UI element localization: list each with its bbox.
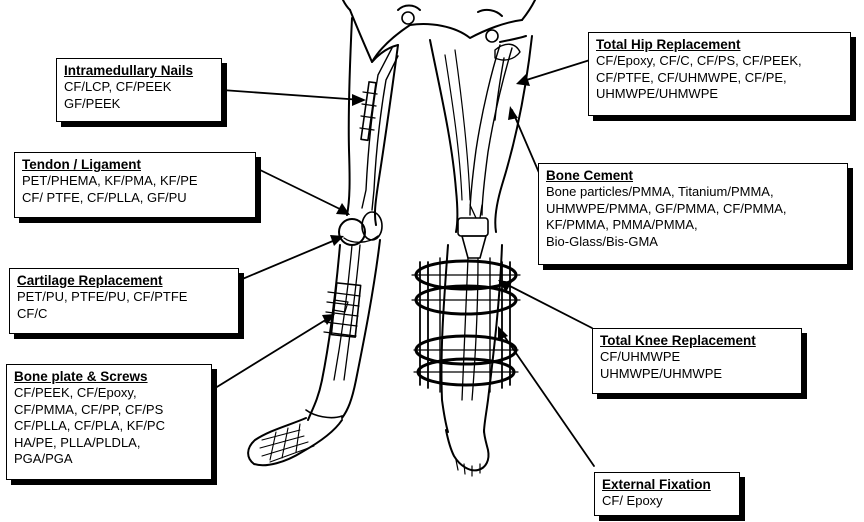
bone-plate-screws-line-3: CF/PLLA, CF/PLA, KF/PC [14, 418, 205, 435]
bone-cement-line-3: KF/PMMA, PMMA/PMMA, [546, 217, 841, 234]
external-fixation-line-1: CF/ Epoxy [602, 493, 733, 510]
right-leg-illustration [412, 36, 532, 476]
intramedullary-nails-line-1: CF/LCP, CF/PEEK [64, 79, 215, 96]
bone-cement-line-1: Bone particles/PMMA, Titanium/PMMA, [546, 184, 841, 201]
bone-plate-screws-line-2: CF/PMMA, CF/PP, CF/PS [14, 402, 205, 419]
total-hip-replacement-line-1: CF/Epoxy, CF/C, CF/PS, CF/PEEK, [596, 53, 844, 70]
cartilage-replacement-box: Cartilage Replacement PET/PU, PTFE/PU, C… [9, 268, 239, 334]
bone-plate-screws-title: Bone plate & Screws [14, 369, 205, 385]
total-knee-replacement-box: Total Knee Replacement CF/UHMWPE UHMWPE/… [592, 328, 802, 394]
total-knee-replacement-line-2: UHMWPE/UHMWPE [600, 366, 795, 383]
leader-lines [212, 60, 594, 466]
external-fixation-box: External Fixation CF/ Epoxy [594, 472, 740, 516]
cartilage-replacement-line-2: CF/C [17, 306, 232, 323]
bone-cement-line-2: UHMWPE/PMMA, GF/PMMA, CF/PMMA, [546, 201, 841, 218]
bone-plate-screws-line-4: HA/PE, PLLA/PLDLA, [14, 435, 205, 452]
tendon-ligament-title: Tendon / Ligament [22, 157, 249, 173]
bone-plate-screws-box: Bone plate & Screws CF/PEEK, CF/Epoxy, C… [6, 364, 212, 480]
total-hip-replacement-line-2: CF/PTFE, CF/UHMWPE, CF/PE, [596, 70, 844, 87]
intramedullary-nails-box: Intramedullary Nails CF/LCP, CF/PEEK GF/… [56, 58, 222, 122]
total-hip-replacement-title: Total Hip Replacement [596, 37, 844, 53]
bone-plate-screws-line-5: PGA/PGA [14, 451, 205, 468]
pelvis-illustration [343, 0, 535, 62]
total-hip-replacement-box: Total Hip Replacement CF/Epoxy, CF/C, CF… [588, 32, 851, 116]
bone-cement-line-4: Bio-Glass/Bis-GMA [546, 234, 841, 251]
total-knee-replacement-title: Total Knee Replacement [600, 333, 795, 349]
bone-cement-box: Bone Cement Bone particles/PMMA, Titaniu… [538, 163, 848, 265]
bone-cement-title: Bone Cement [546, 168, 841, 184]
cartilage-replacement-line-1: PET/PU, PTFE/PU, CF/PTFE [17, 289, 232, 306]
tendon-ligament-line-1: PET/PHEMA, KF/PMA, KF/PE [22, 173, 249, 190]
left-leg-illustration [248, 18, 398, 465]
total-hip-replacement-line-3: UHMWPE/UHMWPE [596, 86, 844, 103]
external-fixation-title: External Fixation [602, 477, 733, 493]
intramedullary-nails-title: Intramedullary Nails [64, 63, 215, 79]
cartilage-replacement-title: Cartilage Replacement [17, 273, 232, 289]
tendon-ligament-box: Tendon / Ligament PET/PHEMA, KF/PMA, KF/… [14, 152, 256, 218]
bone-plate-screws-line-1: CF/PEEK, CF/Epoxy, [14, 385, 205, 402]
total-knee-replacement-line-1: CF/UHMWPE [600, 349, 795, 366]
tendon-ligament-line-2: CF/ PTFE, CF/PLLA, GF/PU [22, 190, 249, 207]
intramedullary-nails-line-2: GF/PEEK [64, 96, 215, 113]
